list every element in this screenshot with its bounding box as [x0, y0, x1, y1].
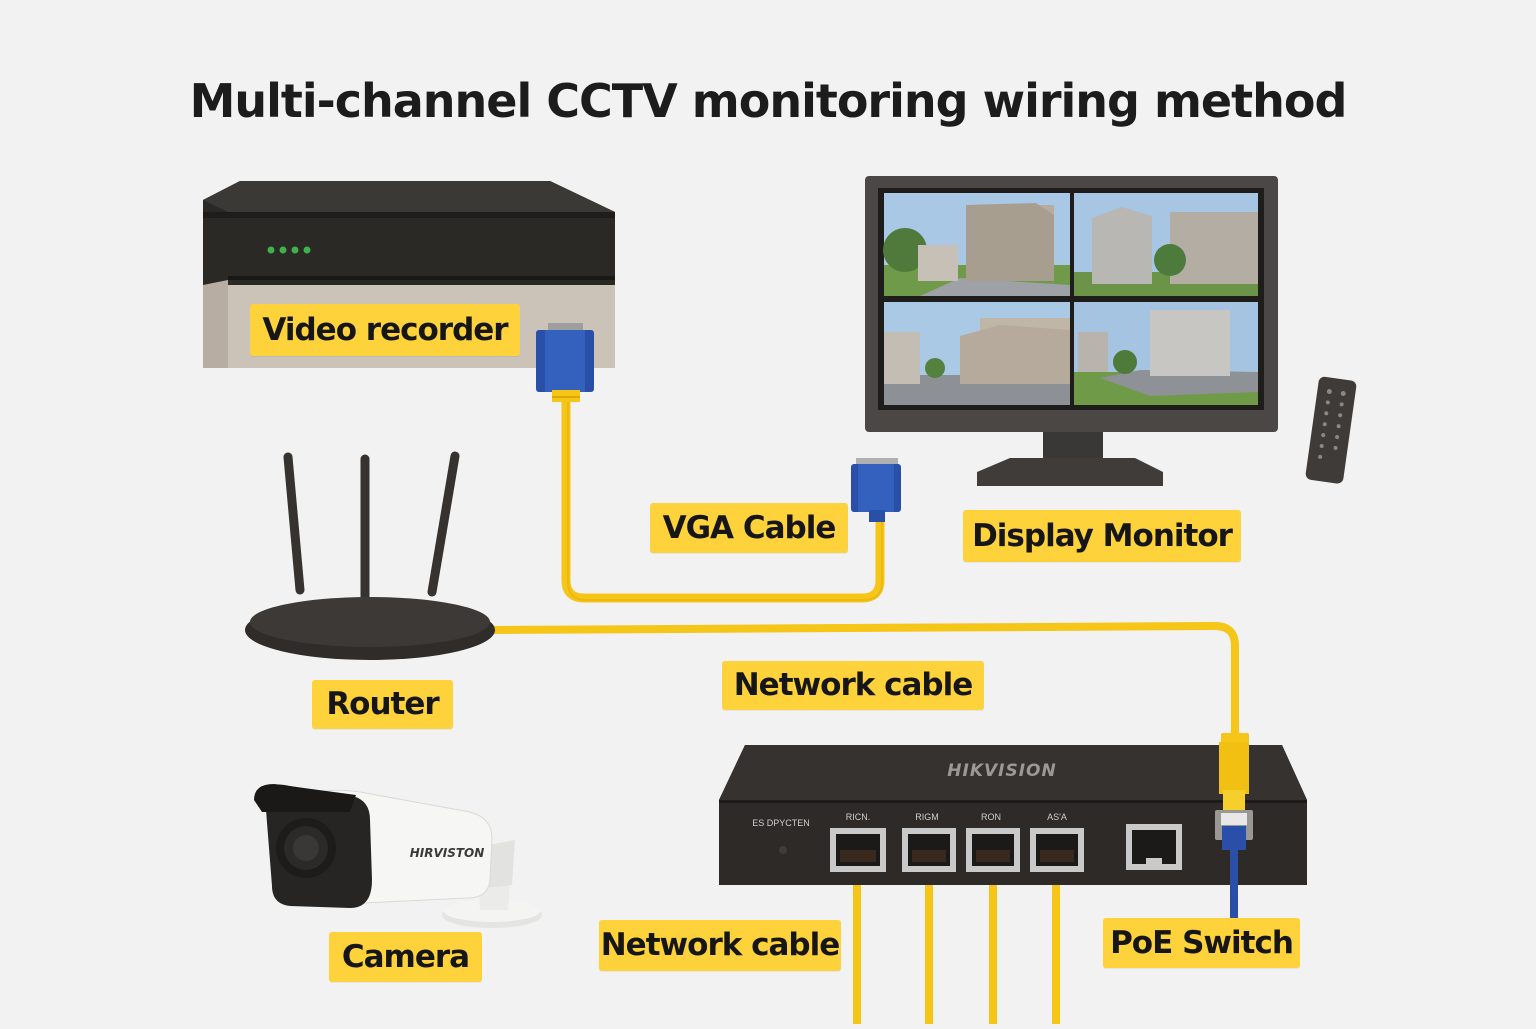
switch-port-3[interactable]: RON	[966, 812, 1020, 872]
port-cable-4	[1052, 872, 1060, 1024]
camera-feed-1	[883, 193, 1070, 296]
label-router: Router	[312, 680, 453, 729]
camera-brand: HIRVISTON	[410, 846, 485, 860]
rj45-plug-uplink	[1215, 733, 1253, 918]
label-poe-switch: PoE Switch	[1103, 918, 1300, 968]
poe-switch: HIKVISION ES DPYCTEN RICN. RIGM RON AS'A	[719, 733, 1307, 918]
label-network-cable-top: Network cable	[722, 661, 984, 710]
svg-text:RIGM: RIGM	[915, 812, 939, 822]
port-cable-1	[853, 872, 861, 1024]
vga-connector-recorder	[536, 323, 594, 402]
page-title: Multi-channel CCTV monitoring wiring met…	[189, 74, 1348, 128]
vga-connector-monitor	[851, 458, 901, 522]
camera-feed-2	[1074, 193, 1258, 296]
camera-feed-4	[1074, 302, 1258, 405]
switch-port-4[interactable]: AS'A	[1030, 812, 1084, 872]
network-cable-router-to-switch	[486, 621, 1239, 739]
port-cable-2	[925, 872, 933, 1024]
camera: HIRVISTON	[254, 784, 542, 928]
antenna-icon	[283, 451, 460, 605]
switch-port-1[interactable]: RICN.	[830, 812, 886, 872]
label-video-recorder: Video recorder	[250, 304, 520, 356]
switch-brand-logo: HIKVISION	[947, 761, 1056, 781]
status-leds	[267, 246, 311, 254]
label-display-monitor: Display Monitor	[963, 510, 1241, 562]
switch-uplink-port[interactable]	[1126, 824, 1182, 870]
label-vga-cable: VGA Cable	[650, 503, 848, 553]
network-cables-to-cameras	[853, 872, 1060, 1024]
label-camera: Camera	[329, 932, 482, 982]
switch-indicator-label: ES DPYCTEN	[752, 818, 810, 828]
svg-text:RON: RON	[981, 812, 1001, 822]
router	[245, 451, 495, 660]
switch-port-2[interactable]: RIGM	[902, 812, 956, 872]
vga-cable	[561, 395, 885, 603]
remote-control-icon	[1305, 376, 1357, 484]
switch-indicator-led	[779, 846, 787, 854]
port-cable-3	[989, 872, 997, 1024]
label-network-cable-bottom: Network cable	[599, 920, 841, 971]
camera-feed-3	[884, 302, 1070, 405]
svg-text:RICN.: RICN.	[846, 812, 871, 822]
display-monitor	[865, 176, 1278, 486]
svg-text:AS'A: AS'A	[1047, 812, 1067, 822]
